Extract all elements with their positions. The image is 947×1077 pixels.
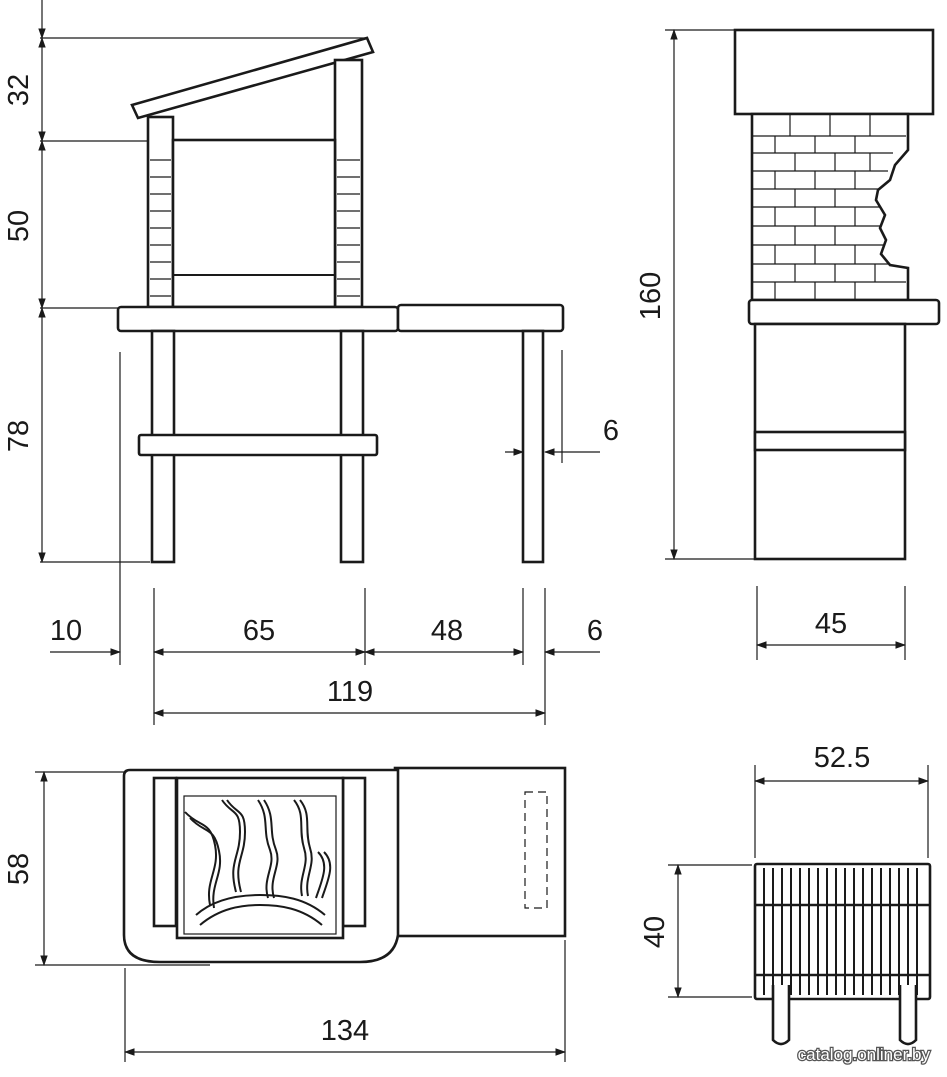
- top-right-wall: [341, 776, 367, 928]
- roof: [130, 36, 375, 120]
- grate-frame: [753, 862, 932, 1001]
- dim-top-depth: 58: [3, 853, 35, 885]
- lower-shelf: [137, 433, 379, 457]
- grate-dimension-labels: 52.5 40: [639, 742, 870, 948]
- grate-handle-right: [898, 985, 918, 1046]
- right-brick-courses: [337, 159, 360, 297]
- grill-table-top: [116, 305, 400, 333]
- chimney-right-wall: [333, 58, 364, 309]
- front-view: [116, 36, 565, 564]
- side-brick-pattern: [752, 114, 906, 300]
- side-shelf: [753, 430, 907, 452]
- dim-overhang: 10: [50, 615, 82, 647]
- top-dimension-lines: [35, 770, 567, 1062]
- dim-leg-width: 6: [603, 415, 619, 447]
- top-side-table: [393, 766, 567, 938]
- dim-grate-depth: 40: [639, 916, 671, 948]
- top-view: [122, 766, 567, 964]
- dim-total-width: 119: [327, 676, 373, 708]
- grate-handle-left: [771, 985, 791, 1046]
- top-handle-slot: [524, 791, 548, 909]
- top-dimension-labels: 58 134: [3, 853, 369, 1047]
- grate-dimension-lines: [668, 765, 930, 999]
- dim-side-depth: 45: [815, 608, 847, 640]
- side-view: [733, 28, 941, 561]
- dim-grate-width: 52.5: [814, 742, 870, 774]
- dim-table-height: 78: [3, 420, 35, 452]
- leg-front-right: [521, 329, 545, 564]
- dim-total-height: 160: [635, 272, 667, 320]
- dim-right-leg: 6: [587, 615, 603, 647]
- side-table-top: [396, 303, 565, 333]
- side-dimension-lines: [665, 28, 907, 660]
- top-left-wall: [152, 776, 178, 928]
- grate-view: [753, 862, 932, 1046]
- dim-side-table-width: 48: [431, 615, 463, 647]
- side-table-top: [747, 298, 941, 326]
- front-dimension-labels: 32 50 78 6 10 65 48 6 119: [3, 74, 619, 708]
- left-brick-courses: [150, 159, 171, 297]
- dim-chimney-height: 50: [3, 210, 35, 242]
- flame-pattern: [184, 799, 332, 926]
- watermark: catalog.onliner.by: [798, 1045, 931, 1064]
- side-roof: [733, 28, 935, 116]
- chimney-opening: [171, 138, 337, 309]
- side-dimension-labels: 160 45: [635, 272, 847, 640]
- dim-roof-height: 32: [3, 74, 35, 106]
- dim-top-total-width: 134: [321, 1015, 369, 1047]
- front-dimension-lines: [38, 0, 600, 725]
- dim-grill-width: 65: [243, 615, 275, 647]
